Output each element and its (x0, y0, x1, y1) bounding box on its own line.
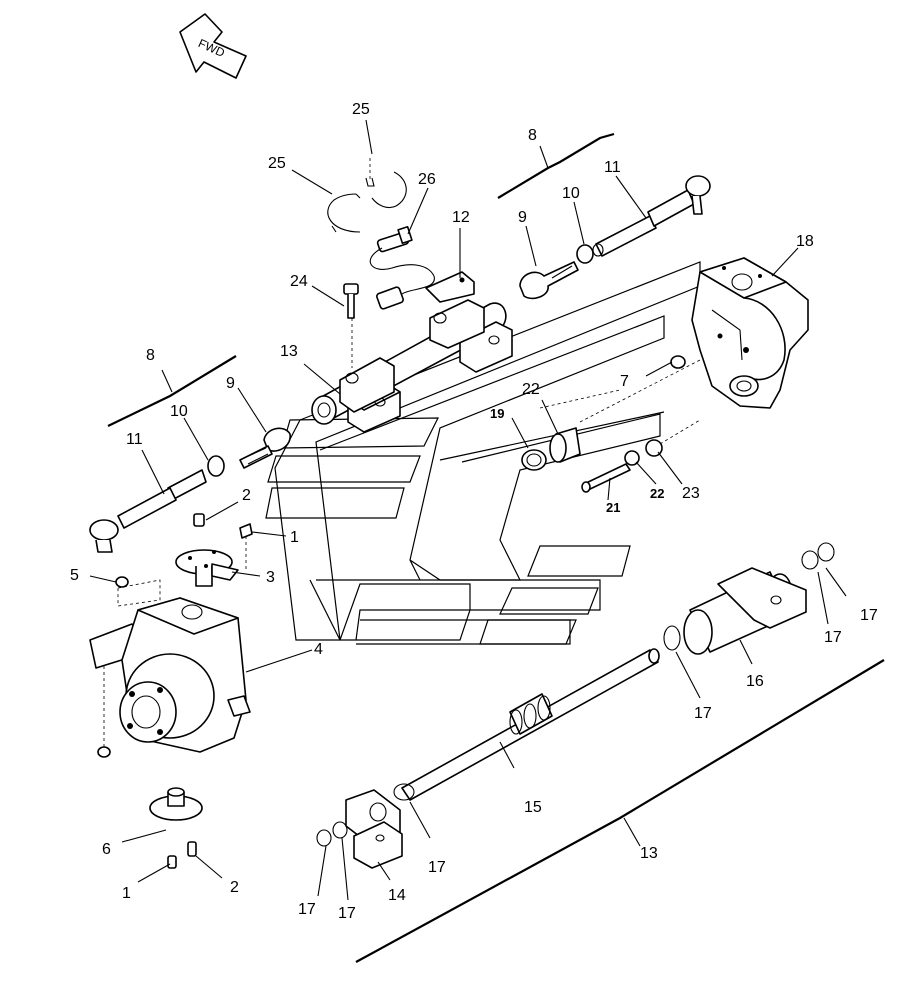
callout-13-upper: 13 (280, 343, 298, 360)
callout-22-top: 22 (522, 381, 540, 398)
ghost-plate-4 (527, 545, 631, 577)
ghost-plate-6 (479, 619, 577, 645)
tie-rod-upper (519, 175, 711, 300)
retaining-ring-25b (371, 171, 407, 209)
callout-4: 4 (314, 641, 323, 658)
callout-1-upper: 1 (290, 529, 299, 546)
plug-5 (115, 576, 129, 588)
leader-lines (89, 119, 847, 901)
callout-11-lower: 11 (126, 431, 143, 448)
steering-cylinder-shaft-15 (401, 648, 660, 801)
assembly-bracket-8-upper (497, 132, 615, 199)
callout-15: 15 (524, 799, 542, 816)
callout-8-lower: 8 (146, 347, 155, 364)
o-ring-17-right-a (801, 550, 819, 570)
axle-beam-upper-13 (311, 299, 513, 433)
callout-11-upper: 11 (604, 159, 621, 176)
ghost-plate-5 (499, 587, 599, 615)
small-pin (365, 177, 375, 187)
assembly-bracket-13 (355, 659, 885, 963)
forward-direction-arrow: FWD (179, 13, 247, 79)
callout-17-mid: 17 (694, 705, 712, 722)
bolt-2-lower (187, 841, 197, 857)
speed-sensor-26 (369, 225, 435, 310)
callout-23: 23 (682, 485, 700, 502)
callout-25-a: 25 (268, 155, 286, 172)
callout-2-upper: 2 (242, 487, 251, 504)
callout-8-upper: 8 (528, 127, 537, 144)
callout-14: 14 (388, 887, 406, 904)
ghost-plate-3 (265, 487, 405, 519)
callout-18: 18 (796, 233, 814, 250)
o-ring-17-shaft (393, 783, 415, 801)
callout-labels: 25 25 26 24 12 8 10 11 9 18 13 8 9 10 11… (70, 101, 878, 922)
pin-21 (581, 463, 631, 493)
callout-5: 5 (70, 567, 79, 584)
callout-17-shaft: 17 (428, 859, 446, 876)
seal-19 (521, 449, 547, 471)
callout-19: 19 (490, 406, 504, 421)
o-ring-17-left-a (316, 829, 332, 847)
callout-2-lower: 2 (230, 879, 239, 896)
tie-rod-lower (89, 427, 291, 553)
callout-16: 16 (746, 673, 764, 690)
callout-3: 3 (266, 569, 275, 586)
fitting-1-lower (167, 855, 177, 869)
callout-17-left-a: 17 (298, 901, 316, 918)
mounting-block-14 (345, 789, 403, 869)
callout-10-lower: 10 (170, 403, 188, 420)
o-ring-17-mid (663, 625, 681, 651)
callout-17-left-b: 17 (338, 905, 356, 922)
steering-knuckle-4 (89, 597, 251, 753)
callout-21: 21 (606, 500, 620, 515)
callout-22-bottom: 22 (650, 486, 664, 501)
kingpin-cap-6 (149, 787, 203, 821)
callout-13-lower: 13 (640, 845, 658, 862)
steering-knuckle-18 (691, 257, 809, 409)
bushing-22 (549, 427, 581, 463)
callout-1-lower: 1 (122, 885, 131, 902)
grease-fitting-1-upper (239, 523, 253, 539)
bolt-2-upper (193, 513, 205, 527)
callout-10-upper: 10 (562, 185, 580, 202)
callout-6: 6 (102, 841, 111, 858)
retaining-ring-25a (327, 193, 361, 233)
bolt-24 (343, 283, 359, 319)
plug-7 (670, 355, 686, 369)
callout-25-b: 25 (352, 101, 370, 118)
ghost-plate-1 (267, 455, 421, 483)
sensor-bracket-12 (425, 271, 475, 303)
o-ring-17-left-b (332, 821, 348, 839)
plug-bottom (97, 746, 111, 758)
callout-17-right: 17 (824, 629, 842, 646)
nut-22 (624, 450, 640, 466)
o-ring-17-right-b (817, 542, 835, 562)
callout-24: 24 (290, 273, 308, 290)
steering-cylinder-16 (683, 567, 807, 655)
callout-9-upper: 9 (518, 209, 527, 226)
callout-7: 7 (620, 373, 629, 390)
assembly-bracket-8-lower (107, 355, 237, 427)
callout-26: 26 (418, 171, 436, 188)
callout-9-lower: 9 (226, 375, 235, 392)
callout-12: 12 (452, 209, 470, 226)
callout-17-far-right: 17 (860, 607, 878, 624)
kingpin-cap-3 (175, 549, 239, 587)
